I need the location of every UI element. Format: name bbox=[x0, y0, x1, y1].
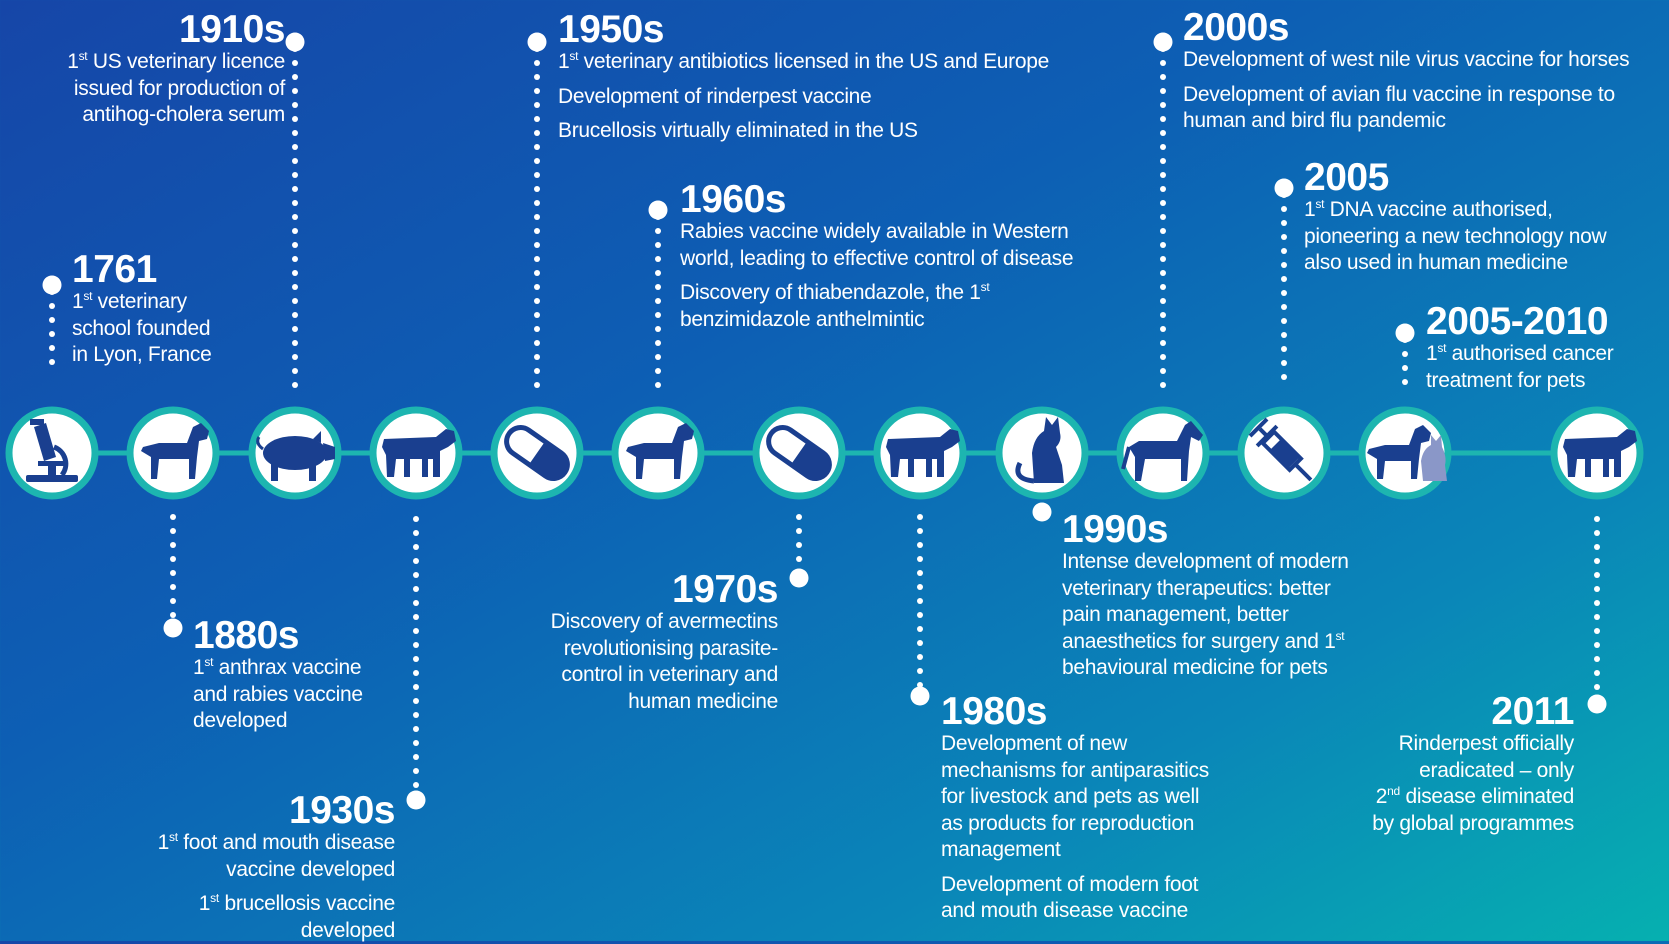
event-text-line: Discovery of avermectins bbox=[551, 609, 778, 636]
event-text-line: control in veterinary and bbox=[551, 662, 778, 689]
event-text-line: 1st veterinary antibiotics licensed in t… bbox=[558, 49, 1049, 76]
event-year: 2011 bbox=[1372, 692, 1574, 731]
event-text-line: anaesthetics for surgery and 1st bbox=[1062, 629, 1349, 656]
event-text-gap bbox=[558, 110, 1049, 118]
event-text-line: 1st DNA vaccine authorised, bbox=[1304, 197, 1606, 224]
event-text-line: for livestock and pets as well bbox=[941, 784, 1209, 811]
event-text-line: 1st veterinary bbox=[72, 289, 211, 316]
event-text-line: mechanisms for antiparasitics bbox=[941, 758, 1209, 785]
event-year: 1880s bbox=[193, 616, 363, 655]
event-text-line: also used in human medicine bbox=[1304, 250, 1606, 277]
event-text-line: Development of modern foot bbox=[941, 872, 1209, 899]
event-text-line: Rinderpest officially bbox=[1372, 731, 1574, 758]
event-text-line: 1st US veterinary licence bbox=[67, 49, 285, 76]
event-text-line: Development of new bbox=[941, 731, 1209, 758]
event-text-line: as products for reproduction bbox=[941, 811, 1209, 838]
event-text-line: 1st brucellosis vaccine bbox=[158, 891, 395, 918]
event-year: 1930s bbox=[158, 791, 395, 830]
event-text-line: developed bbox=[158, 918, 395, 944]
event-text-line: 1st anthrax vaccine bbox=[193, 655, 363, 682]
event-text-line: Development of avian flu vaccine in resp… bbox=[1183, 82, 1629, 109]
event-year: 1970s bbox=[551, 570, 778, 609]
event-text-line: school founded bbox=[72, 316, 211, 343]
event-year: 2000s bbox=[1183, 8, 1629, 47]
event-text-line: Development of west nile virus vaccine f… bbox=[1183, 47, 1629, 74]
event-text-line: 1st authorised cancer bbox=[1426, 341, 1614, 368]
event-text-gap bbox=[941, 864, 1209, 872]
event-text-line: 2nd disease eliminated bbox=[1372, 784, 1574, 811]
event-text-line: Intense development of modern bbox=[1062, 549, 1349, 576]
event-year: 1761 bbox=[72, 250, 211, 289]
event-year: 1960s bbox=[680, 180, 1073, 219]
event-text-line: pioneering a new technology now bbox=[1304, 224, 1606, 251]
event-text-line: and rabies vaccine bbox=[193, 682, 363, 709]
event-text-line: vaccine developed bbox=[158, 857, 395, 884]
event-text-gap bbox=[158, 883, 395, 891]
event-text-line: behavioural medicine for pets bbox=[1062, 655, 1349, 682]
event-text-line: world, leading to effective control of d… bbox=[680, 246, 1073, 273]
event-text-line: Discovery of thiabendazole, the 1st bbox=[680, 280, 1073, 307]
event-text-line: revolutionising parasite- bbox=[551, 636, 778, 663]
event-text-line: management bbox=[941, 837, 1209, 864]
event-year: 2005 bbox=[1304, 158, 1606, 197]
event-year: 1910s bbox=[67, 10, 285, 49]
event-text-line: Brucellosis virtually eliminated in the … bbox=[558, 118, 1049, 145]
event-text-line: eradicated – only bbox=[1372, 758, 1574, 785]
event-year: 1980s bbox=[941, 692, 1209, 731]
event-year: 1950s bbox=[558, 10, 1049, 49]
event-text-line: veterinary therapeutics: better bbox=[1062, 576, 1349, 603]
event-year: 2005-2010 bbox=[1426, 302, 1614, 341]
event-year: 1990s bbox=[1062, 510, 1349, 549]
event-text-line: 1st foot and mouth disease bbox=[158, 830, 395, 857]
event-text-gap bbox=[680, 272, 1073, 280]
event-text-line: antihog-cholera serum bbox=[67, 102, 285, 129]
event-text-line: human medicine bbox=[551, 689, 778, 716]
event-text-line: treatment for pets bbox=[1426, 368, 1614, 395]
event-text-line: human and bird flu pandemic bbox=[1183, 108, 1629, 135]
event-text-gap bbox=[1183, 74, 1629, 82]
event-text-line: Rabies vaccine widely available in Weste… bbox=[680, 219, 1073, 246]
event-text-line: pain management, better bbox=[1062, 602, 1349, 629]
event-text-line: developed bbox=[193, 708, 363, 735]
event-text-gap bbox=[558, 76, 1049, 84]
event-text-line: by global programmes bbox=[1372, 811, 1574, 838]
event-text-line: in Lyon, France bbox=[72, 342, 211, 369]
event-text-line: Development of rinderpest vaccine bbox=[558, 84, 1049, 111]
event-text-line: and mouth disease vaccine bbox=[941, 898, 1209, 925]
event-text-line: issued for production of bbox=[67, 76, 285, 103]
event-text-line: benzimidazole anthelmintic bbox=[680, 307, 1073, 334]
